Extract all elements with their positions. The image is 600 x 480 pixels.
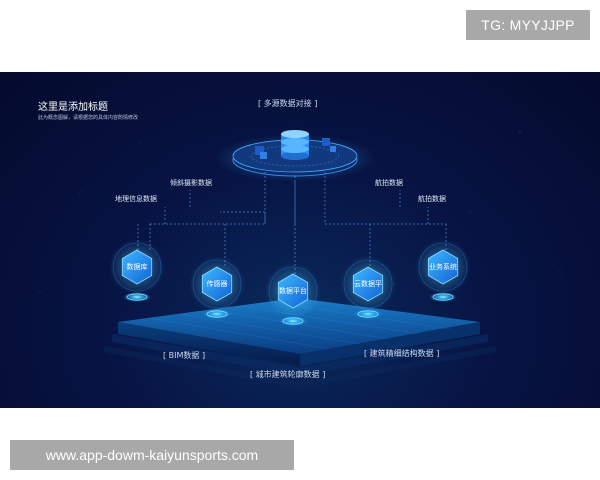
database-disc	[213, 130, 377, 182]
source-label-aerial-2: 航拍数据	[418, 195, 446, 203]
node-label-database: 数据库	[126, 263, 148, 271]
top-label-multi-source: [ 多源数据对接 ]	[258, 99, 318, 108]
source-label-geo-info: 地理信息数据	[115, 195, 157, 203]
node-label-data-platform: 数据平台	[279, 287, 307, 295]
footer-url-badge: www.app-dowm-kaiyunsports.com	[10, 440, 294, 470]
platform-label-city-contour: [ 城市建筑轮廓数据 ]	[250, 370, 326, 379]
diagram-panel: 这里是添加标题 此为概念图解，请根据您的具体内容酌情修改 [ 多源数据对接 ] …	[0, 72, 600, 408]
background-stars	[39, 131, 561, 293]
panel-subtitle: 此为概念图解，请根据您的具体内容酌情修改	[38, 115, 139, 121]
diagram-graphic	[39, 130, 561, 388]
hex-node-cloud-data	[340, 256, 396, 319]
watermark-tg-badge: TG: MYYJJPP	[466, 10, 590, 40]
hex-node-database	[109, 239, 165, 302]
panel-title: 这里是添加标题	[38, 102, 108, 113]
node-label-cloud-data: 云数据平	[354, 280, 382, 288]
hex-node-sensor	[189, 256, 245, 319]
source-label-aerial-1: 航拍数据	[375, 179, 403, 187]
platform-label-building-structure: [ 建筑精细结构数据 ]	[364, 349, 440, 358]
node-label-sensor: 传感器	[206, 280, 228, 288]
node-label-business-system: 业务系统	[429, 263, 457, 271]
platform-label-bim: [ BIM数据 ]	[163, 351, 206, 360]
source-label-oblique-photo: 倾斜摄影数据	[170, 179, 212, 187]
hex-nodes	[109, 239, 471, 326]
hex-node-data-platform	[265, 263, 321, 326]
connection-lines	[137, 172, 447, 277]
database-cylinder-icon	[281, 130, 309, 160]
hex-node-business-system	[415, 239, 471, 302]
